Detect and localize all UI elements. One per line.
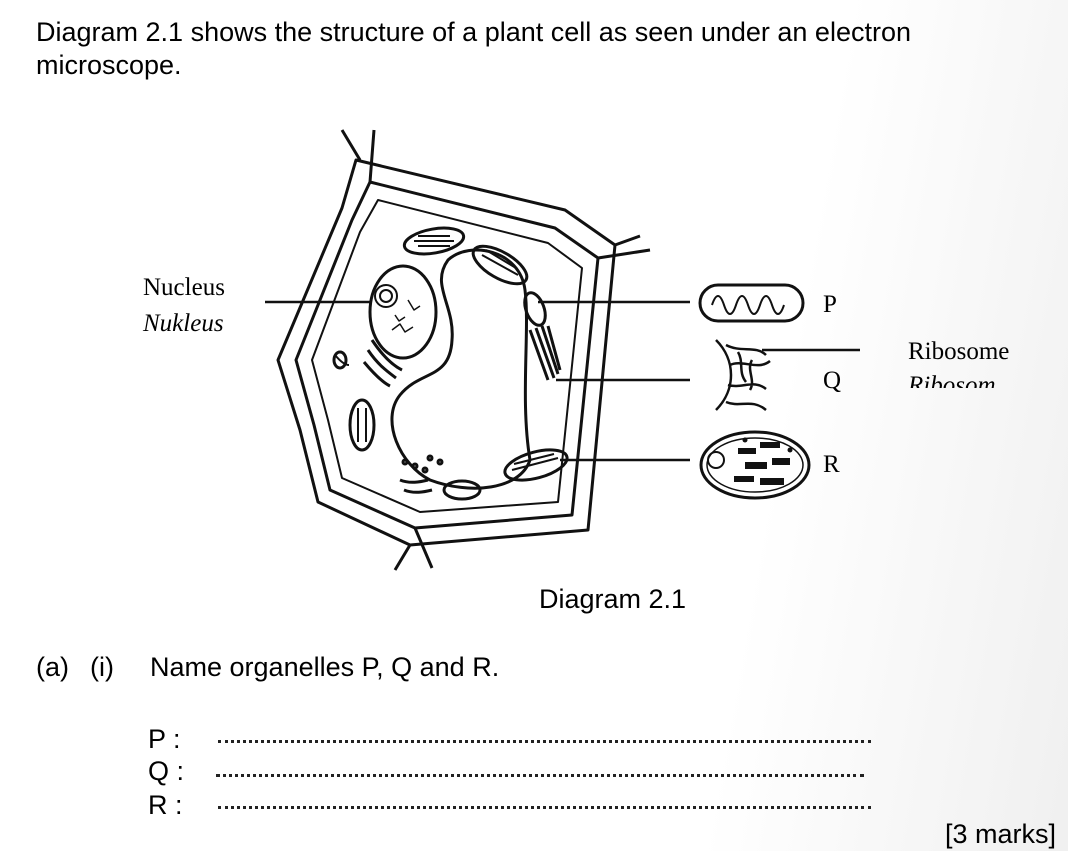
nucleus — [368, 264, 438, 360]
label-nukleus: Nukleus — [143, 310, 224, 337]
organelle-p — [698, 283, 805, 323]
question-subpart: (i) — [90, 652, 114, 682]
chloroplast-1 — [402, 226, 466, 256]
wall-extension-bottom — [393, 527, 434, 571]
answer-line-p[interactable] — [218, 740, 871, 743]
plasma-membrane — [311, 199, 583, 513]
wall-extension-right — [597, 234, 651, 260]
question-part: (a) — [36, 652, 69, 682]
cell-wall-inner — [294, 180, 600, 530]
organelle-q — [715, 339, 771, 411]
nucleolus — [374, 284, 398, 308]
vacuole — [390, 248, 532, 490]
cell-wall-outer — [276, 158, 617, 547]
label-ribosom: Ribosom — [908, 372, 996, 388]
label-ribosome: Ribosome — [908, 338, 1010, 365]
answer-line-q[interactable] — [216, 774, 864, 777]
chloroplast-3 — [503, 448, 569, 482]
answer-label-p: P : — [148, 724, 181, 754]
er-stack — [528, 325, 562, 381]
intro-text: Diagram 2.1 shows the structure of a pla… — [36, 17, 911, 80]
answer-line-r[interactable] — [218, 806, 871, 809]
question-text: Name organelles P, Q and R. — [150, 652, 500, 682]
label-q: Q — [823, 367, 842, 394]
label-p: P — [823, 291, 837, 318]
marks-allocation: [3 marks] — [944, 819, 1056, 849]
answer-label-r: R : — [148, 790, 183, 820]
answer-label-q: Q : — [148, 756, 185, 786]
mitochondrion-in-cell — [523, 291, 547, 327]
label-nucleus: Nucleus — [143, 274, 225, 301]
chloroplast-2 — [471, 244, 529, 286]
label-r: R — [823, 451, 840, 478]
organelle-r — [699, 430, 811, 500]
wall-extension-top — [340, 129, 376, 183]
chloroplast-4 — [348, 398, 376, 452]
diagram-caption: Diagram 2.1 — [539, 584, 687, 614]
small-organelle — [442, 479, 482, 501]
